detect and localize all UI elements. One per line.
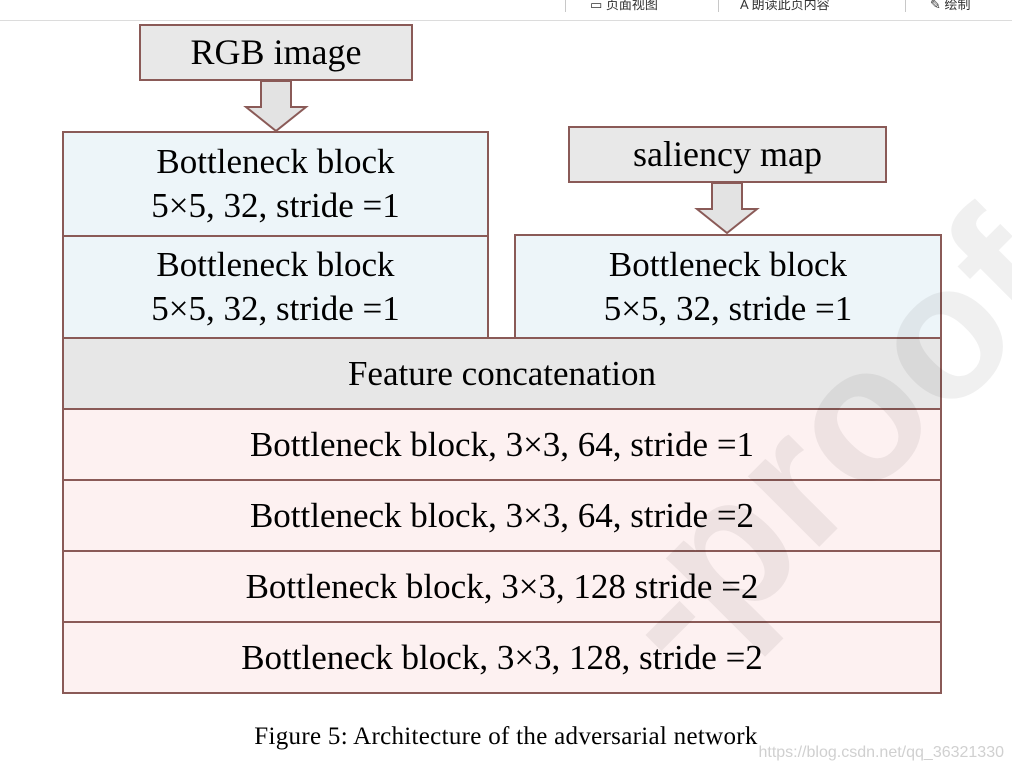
rgb-image-label: RGB image xyxy=(190,32,362,72)
draw-icon: ✎ xyxy=(930,0,941,12)
page-view-icon: ▭ xyxy=(590,0,603,12)
saliency-map-input-box: saliency map xyxy=(568,126,887,183)
block-label: Bottleneck block, 3×3, 64, stride =1 xyxy=(249,424,755,464)
block-title: Bottleneck block xyxy=(608,244,848,284)
block-params: 5×5, 32, stride =1 xyxy=(603,288,853,328)
rgb-bottleneck-block-1: Bottleneck block 5×5, 32, stride =1 xyxy=(62,131,489,237)
saliency-bottleneck-block: Bottleneck block 5×5, 32, stride =1 xyxy=(514,234,942,339)
down-arrow-icon xyxy=(694,182,760,235)
rgb-bottleneck-block-2: Bottleneck block 5×5, 32, stride =1 xyxy=(62,235,489,339)
toolbar-separator xyxy=(565,0,566,12)
block-params: 5×5, 32, stride =1 xyxy=(151,289,400,328)
draw-button[interactable]: ✎ 绘制 xyxy=(930,0,971,13)
concat-label: Feature concatenation xyxy=(347,353,657,393)
read-aloud-icon: A xyxy=(740,0,748,12)
block-title: Bottleneck block xyxy=(156,245,395,285)
reader-toolbar: ▭ 页面视图 A 朗读此页内容 ✎ 绘制 xyxy=(0,0,1012,21)
read-aloud-label: 朗读此页内容 xyxy=(751,0,830,12)
stack-bottleneck-block-1: Bottleneck block, 3×3, 64, stride =1 xyxy=(62,408,942,481)
toolbar-separator xyxy=(718,0,719,12)
draw-label: 绘制 xyxy=(944,0,971,12)
read-aloud-button[interactable]: A 朗读此页内容 xyxy=(740,0,830,13)
block-label: Bottleneck block, 3×3, 64, stride =2 xyxy=(249,495,755,535)
csdn-url-watermark: https://blog.csdn.net/qq_36321330 xyxy=(758,744,1004,761)
stack-bottleneck-block-2: Bottleneck block, 3×3, 64, stride =2 xyxy=(62,479,942,552)
block-label: Bottleneck block, 3×3, 128, stride =2 xyxy=(241,637,763,677)
feature-concatenation-box: Feature concatenation xyxy=(62,337,942,410)
page-view-button[interactable]: ▭ 页面视图 xyxy=(590,0,658,13)
saliency-map-label: saliency map xyxy=(633,134,822,174)
rgb-image-input-box: RGB image xyxy=(139,24,413,81)
stack-bottleneck-block-3: Bottleneck block, 3×3, 128 stride =2 xyxy=(62,550,942,623)
block-label: Bottleneck block, 3×3, 128 stride =2 xyxy=(245,566,759,606)
block-params: 5×5, 32, stride =1 xyxy=(151,186,400,225)
toolbar-separator xyxy=(905,0,906,12)
block-title: Bottleneck block xyxy=(156,142,395,182)
page-view-label: 页面视图 xyxy=(605,0,658,12)
stack-bottleneck-block-4: Bottleneck block, 3×3, 128, stride =2 xyxy=(62,621,942,694)
figure-caption: Figure 5: Architecture of the adversaria… xyxy=(254,723,758,750)
down-arrow-icon xyxy=(243,80,309,133)
